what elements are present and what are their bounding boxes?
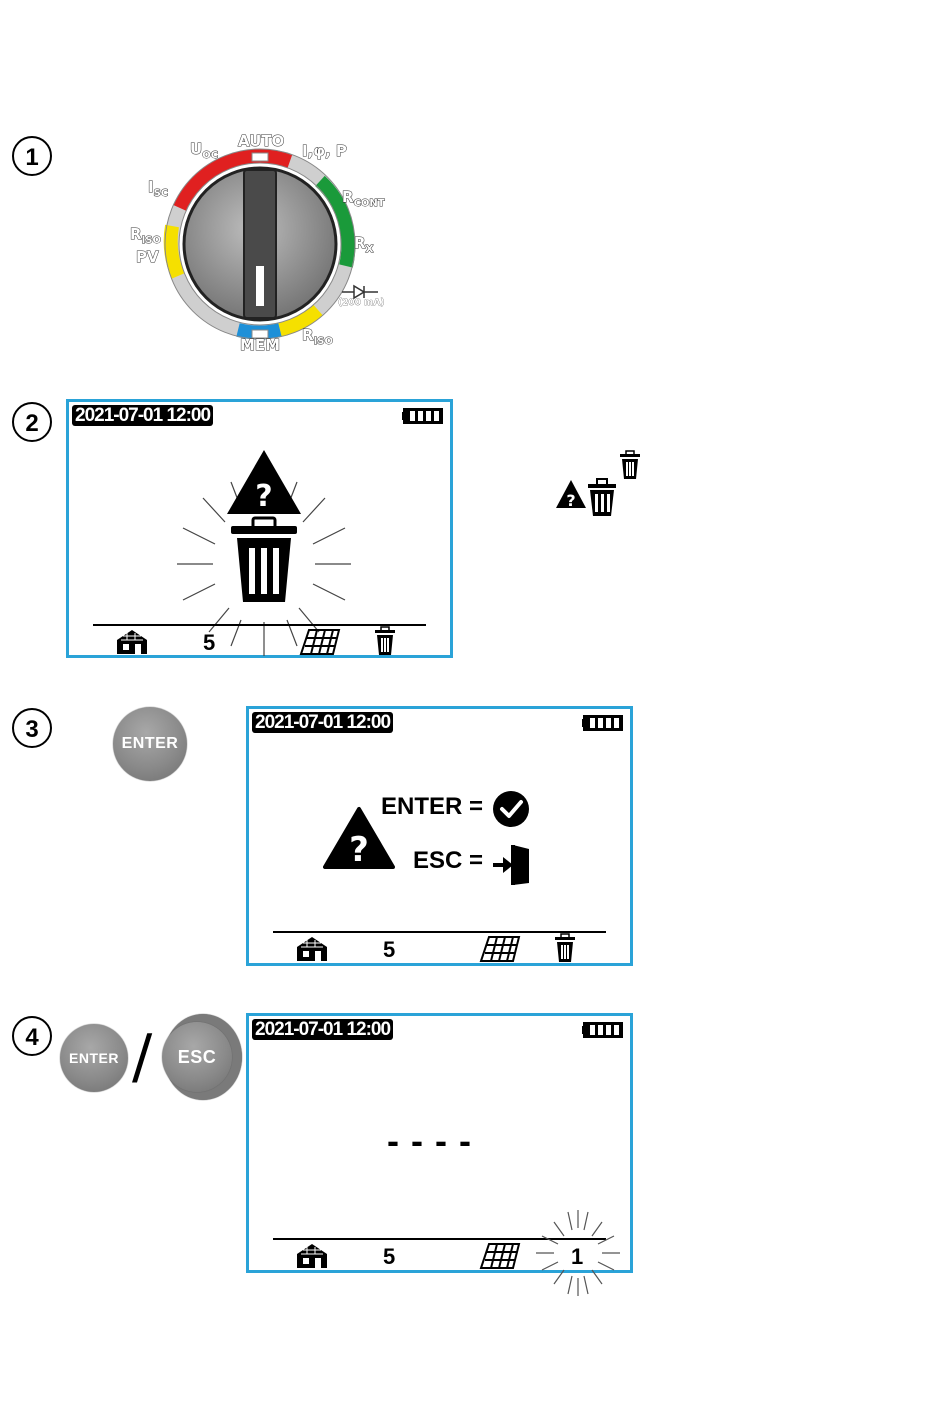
enter-button[interactable]: ENTER [113,707,187,781]
svg-text:?: ? [255,479,272,514]
datetime-display: 2021-07-01 12:00 [72,405,213,426]
dial-label-mem: MEM [240,336,280,354]
esc-button[interactable]: ESC [162,1022,232,1092]
enter-button[interactable]: ENTER [60,1024,128,1092]
exit-door-icon [491,843,533,887]
house-pv-icon [113,628,151,656]
dial-label-isc: ISC [148,178,168,199]
ring-yellow-left [171,226,178,276]
esc-exit-text: ESC = [413,847,483,875]
solar-panel-icon [299,628,343,656]
dial-label-diode-note: (200 mA) [338,298,385,308]
meter-screen-step3: 2021-07-01 12:00 ? ENTER = ESC = 5 [246,706,633,966]
string-counter: 5 [383,937,395,963]
svg-text:?: ? [349,830,369,870]
datetime-display: 2021-07-01 12:00 [252,1019,393,1040]
check-circle-icon [491,789,531,829]
solar-panel-icon [479,935,523,963]
solar-panel-icon [479,1242,523,1270]
dial-label-riso: RISO [302,326,333,347]
svg-text:?: ? [566,491,575,510]
datetime-display: 2021-07-01 12:00 [252,712,393,733]
battery-icon [402,407,446,425]
enter-confirm-text: ENTER = [381,793,483,821]
meter-screen-step2: 2021-07-01 12:00 ? 5 [66,399,453,658]
step-number-3: 3 [12,708,52,748]
dial-label-rx: RX [354,234,373,255]
trash-icon-legend [618,450,642,480]
dial-label-rcont: RCONT [342,188,385,209]
house-pv-icon [293,1242,331,1270]
step-number-4: 4 [12,1016,52,1056]
step-number-1: 1 [12,136,52,176]
button-separator: / [132,1022,152,1092]
dial-label-auto: AUTO [238,132,284,150]
trash-icon [373,626,397,656]
battery-icon [582,714,626,732]
battery-icon [582,1021,626,1039]
blink-rays-icon [532,1206,624,1300]
house-pv-icon [293,935,331,963]
step-number-2: 2 [12,402,52,442]
dial-label-uoc: UOC [190,140,218,161]
trash-icon [553,933,577,963]
measurement-value: ---- [387,1120,483,1162]
string-counter: 5 [383,1244,395,1270]
warning-trash-icon-legend: ? [554,478,620,518]
dial-label-i-phi-p: I,φ, P [302,142,347,160]
string-counter: 5 [203,630,215,656]
